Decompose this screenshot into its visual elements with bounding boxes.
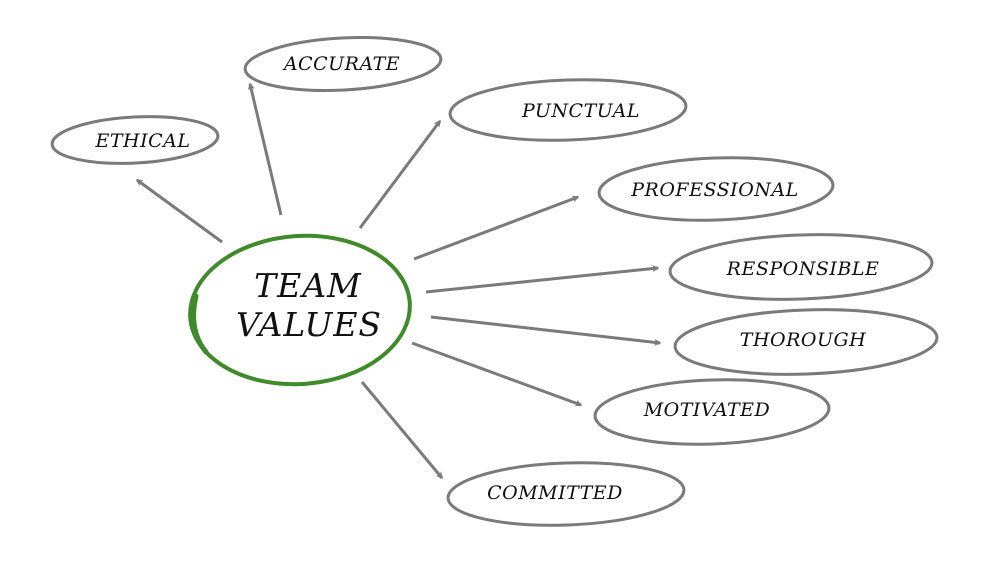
value-label-professional: PROFESSIONAL xyxy=(630,179,798,201)
value-node-responsible: RESPONSIBLE xyxy=(668,233,934,301)
value-node-thorough: THOROUGH xyxy=(673,308,939,376)
value-label-motivated: MOTIVATED xyxy=(643,399,771,421)
value-node-professional: PROFESSIONAL xyxy=(597,156,835,222)
oval-accurate xyxy=(243,36,443,92)
arrow-professional xyxy=(413,195,580,261)
center-title-line2: VALUES xyxy=(236,305,382,344)
value-node-committed: COMMITTED xyxy=(446,461,686,527)
arrow-thorough xyxy=(430,315,662,346)
oval-punctual xyxy=(448,78,688,142)
arrow-responsible xyxy=(425,265,660,294)
arrow-accurate xyxy=(247,82,283,216)
arrows xyxy=(135,82,662,480)
value-node-punctual: PUNCTUAL xyxy=(448,78,688,142)
oval-ethical xyxy=(50,115,220,165)
center-node: TEAM VALUES xyxy=(188,233,412,387)
value-label-accurate: ACCURATE xyxy=(282,53,400,75)
arrow-punctual xyxy=(358,119,442,229)
center-ring xyxy=(188,233,412,387)
oval-committed xyxy=(446,461,686,527)
oval-thorough xyxy=(673,308,939,376)
arrow-motivated xyxy=(411,341,583,407)
value-label-thorough: THOROUGH xyxy=(740,329,866,351)
value-node-ethical: ETHICAL xyxy=(50,115,220,165)
value-node-motivated: MOTIVATED xyxy=(593,378,831,446)
oval-responsible xyxy=(668,233,934,301)
value-label-responsible: RESPONSIBLE xyxy=(726,258,880,280)
center-title-line1: TEAM xyxy=(254,266,362,305)
oval-professional xyxy=(597,156,835,222)
value-label-committed: COMMITTED xyxy=(487,482,623,504)
value-ovals: ETHICAL ACCURATE PUNCTUAL PROFESSIONAL R… xyxy=(50,36,939,527)
arrow-ethical xyxy=(135,178,223,244)
oval-motivated xyxy=(593,378,831,446)
value-label-punctual: PUNCTUAL xyxy=(521,100,640,122)
value-node-accurate: ACCURATE xyxy=(243,36,443,92)
value-label-ethical: ETHICAL xyxy=(95,130,191,152)
arrow-committed xyxy=(360,381,444,480)
center-ring-stroke-start xyxy=(191,293,209,355)
